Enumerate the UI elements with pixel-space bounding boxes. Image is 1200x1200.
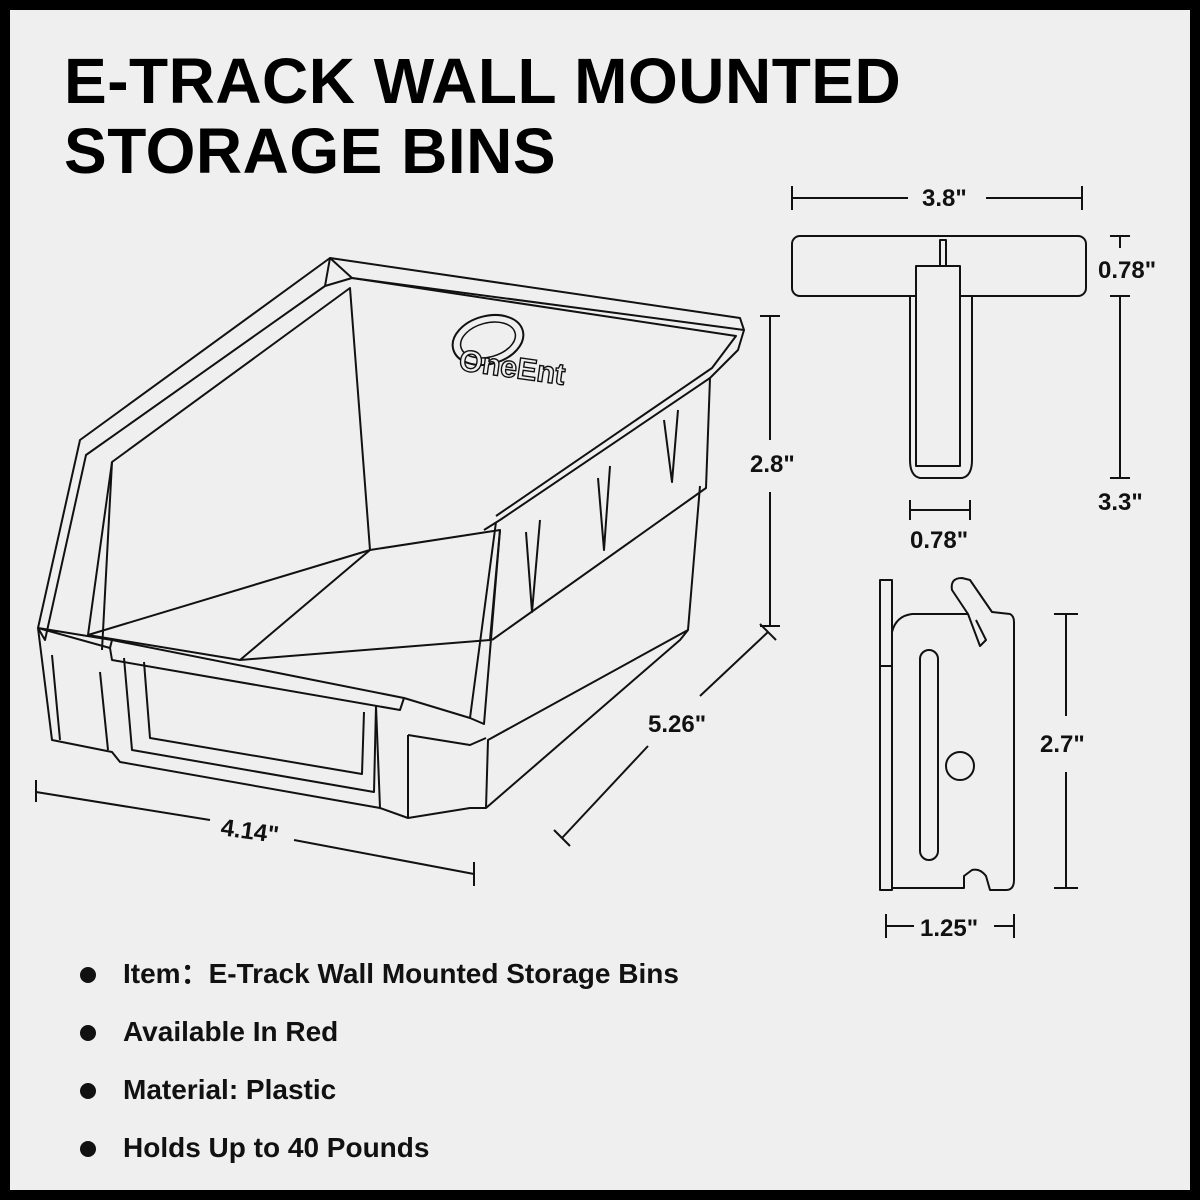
spec-text: Material: Plastic: [123, 1074, 337, 1105]
title-line-2: STORAGE BINS: [64, 115, 556, 187]
brand-logo-text: OneEnt: [457, 344, 567, 392]
clip-stem-dimension: [909, 500, 971, 520]
spec-text: Available In Red: [123, 1016, 339, 1047]
clip-height-dimension: [1110, 296, 1130, 479]
brand-logo: OneEnt: [451, 314, 568, 392]
spec-text: Item：E-Track Wall Mounted Storage Bins: [123, 958, 679, 989]
spec-item-capacity: Holds Up to 40 Pounds: [80, 1124, 679, 1182]
page-title: E-TRACK WALL MOUNTED STORAGE BINS: [64, 46, 901, 186]
title-line-1: E-TRACK WALL MOUNTED: [64, 45, 902, 117]
clip-width-label: 3.8": [922, 185, 967, 212]
bin-depth-dimension: [553, 623, 777, 847]
fitting-height-dimension: [1054, 613, 1078, 889]
spec-item-material: Material: Plastic: [80, 1066, 679, 1124]
spec-text: Holds Up to 40 Pounds: [123, 1132, 430, 1163]
clip-width-dimension: [791, 186, 1083, 210]
spec-item-color: Available In Red: [80, 1008, 679, 1066]
spec-list: Item：E-Track Wall Mounted Storage Bins A…: [80, 950, 679, 1182]
e-track-fitting-illustration: [879, 577, 1015, 891]
bullet-icon: [80, 967, 96, 983]
clip-top-label: 0.78": [1098, 257, 1156, 284]
clip-stem-label: 0.78": [910, 527, 968, 554]
bin-width-dimension: [35, 780, 475, 886]
bin-width-label: 4.14": [219, 814, 280, 849]
bullet-icon: [80, 1141, 96, 1157]
fitting-height-label: 2.7": [1040, 731, 1085, 758]
bullet-icon: [80, 1025, 96, 1041]
bullet-icon: [80, 1083, 96, 1099]
spec-item-name: Item：E-Track Wall Mounted Storage Bins: [80, 950, 679, 1008]
storage-bin-illustration: [37, 257, 745, 819]
fitting-width-dimension: [885, 914, 1015, 938]
clip-height-label: 3.3": [1098, 489, 1143, 516]
fitting-width-label: 1.25": [920, 915, 978, 942]
bin-depth-label: 5.26": [648, 711, 706, 738]
t-clip-illustration: [791, 235, 1087, 479]
bin-height-label: 2.8": [750, 451, 795, 478]
